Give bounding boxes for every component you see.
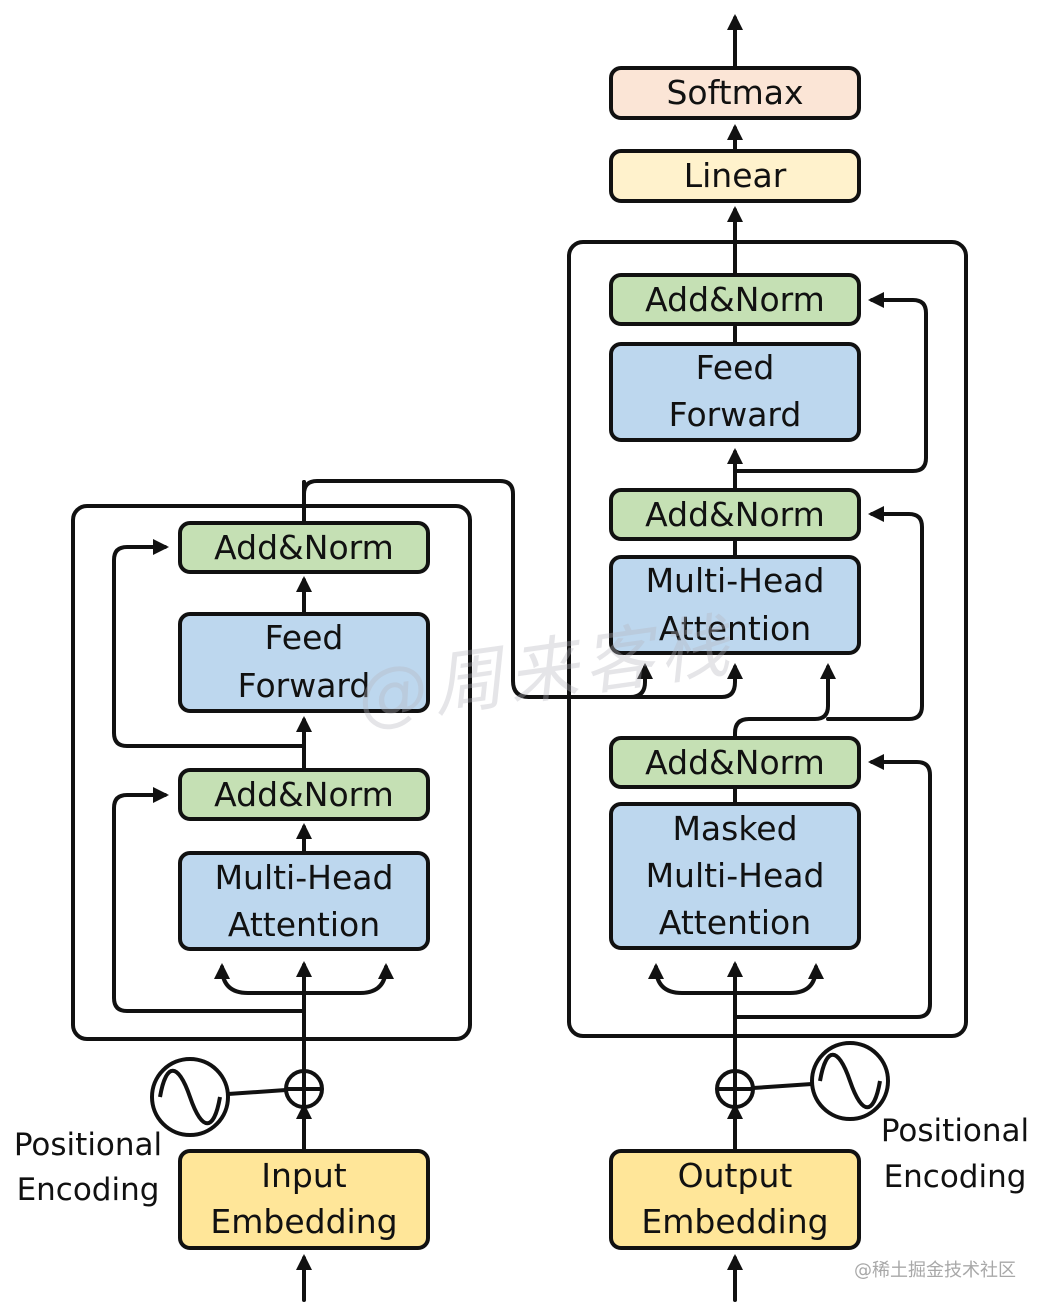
decoder-add-norm-middle [609,488,861,541]
decoder-feed-forward-label-1: Feed [696,348,775,387]
input-embedding-label-2: Embedding [210,1202,397,1241]
decoder-feed-forward [609,342,861,442]
linear-box [609,149,861,203]
output-embedding [609,1149,861,1250]
decoder-attention-label-1: Multi-Head [646,561,825,600]
decoder-positional-label-1: Positional [881,1113,1029,1149]
decoder-add-norm-bottom-label: Add&Norm [645,743,825,782]
input-embedding-label-1: Input [261,1156,347,1195]
decoder-masked-multi-head-attention [609,802,861,950]
decoder-attention-label-2: Attention [659,609,811,648]
decoder-multi-head-attention [609,555,861,655]
encoder-add-norm-bottom-label: Add&Norm [214,775,394,814]
encoder-feed-forward-label-1: Feed [265,618,344,657]
softmax-label: Softmax [666,73,803,112]
encoder-feed-forward [178,612,430,713]
encoder-add-norm-bottom [178,768,430,821]
encoder-add-circle-icon [284,1069,324,1109]
softmax-box [609,66,861,120]
decoder-block [567,240,968,1038]
decoder-add-norm-bottom [609,736,861,789]
encoder-add-norm-top [178,521,430,574]
decoder-add-norm-top-label: Add&Norm [645,280,825,319]
encoder-positional-label-2: Encoding [17,1172,160,1208]
decoder-feed-forward-label-2: Forward [669,395,802,434]
corner-watermark: @稀土掘金技术社区 [854,1260,1016,1281]
encoder-block [71,504,472,1041]
masked-attention-label-2: Multi-Head [646,856,825,895]
output-embedding-label-2: Embedding [641,1202,828,1241]
decoder-sine-wave-icon [810,1041,890,1121]
encoder-multi-head-attention [178,851,430,951]
encoder-attention-label-1: Multi-Head [215,858,394,897]
encoder-feed-forward-label-2: Forward [238,666,371,705]
linear-label: Linear [684,156,787,195]
encoder-positional-label-1: Positional [14,1127,162,1163]
output-embedding-label-1: Output [678,1156,793,1195]
decoder-positional-label-2: Encoding [884,1159,1027,1195]
encoder-attention-label-2: Attention [228,905,380,944]
masked-attention-label-3: Attention [659,903,811,942]
masked-attention-label-1: Masked [672,809,797,848]
decoder-add-norm-middle-label: Add&Norm [645,495,825,534]
decoder-add-norm-top [609,273,861,326]
input-embedding [178,1149,430,1250]
encoder-add-norm-top-label: Add&Norm [214,528,394,567]
encoder-sine-wave-icon [150,1057,230,1137]
decoder-add-circle-icon [715,1069,755,1109]
